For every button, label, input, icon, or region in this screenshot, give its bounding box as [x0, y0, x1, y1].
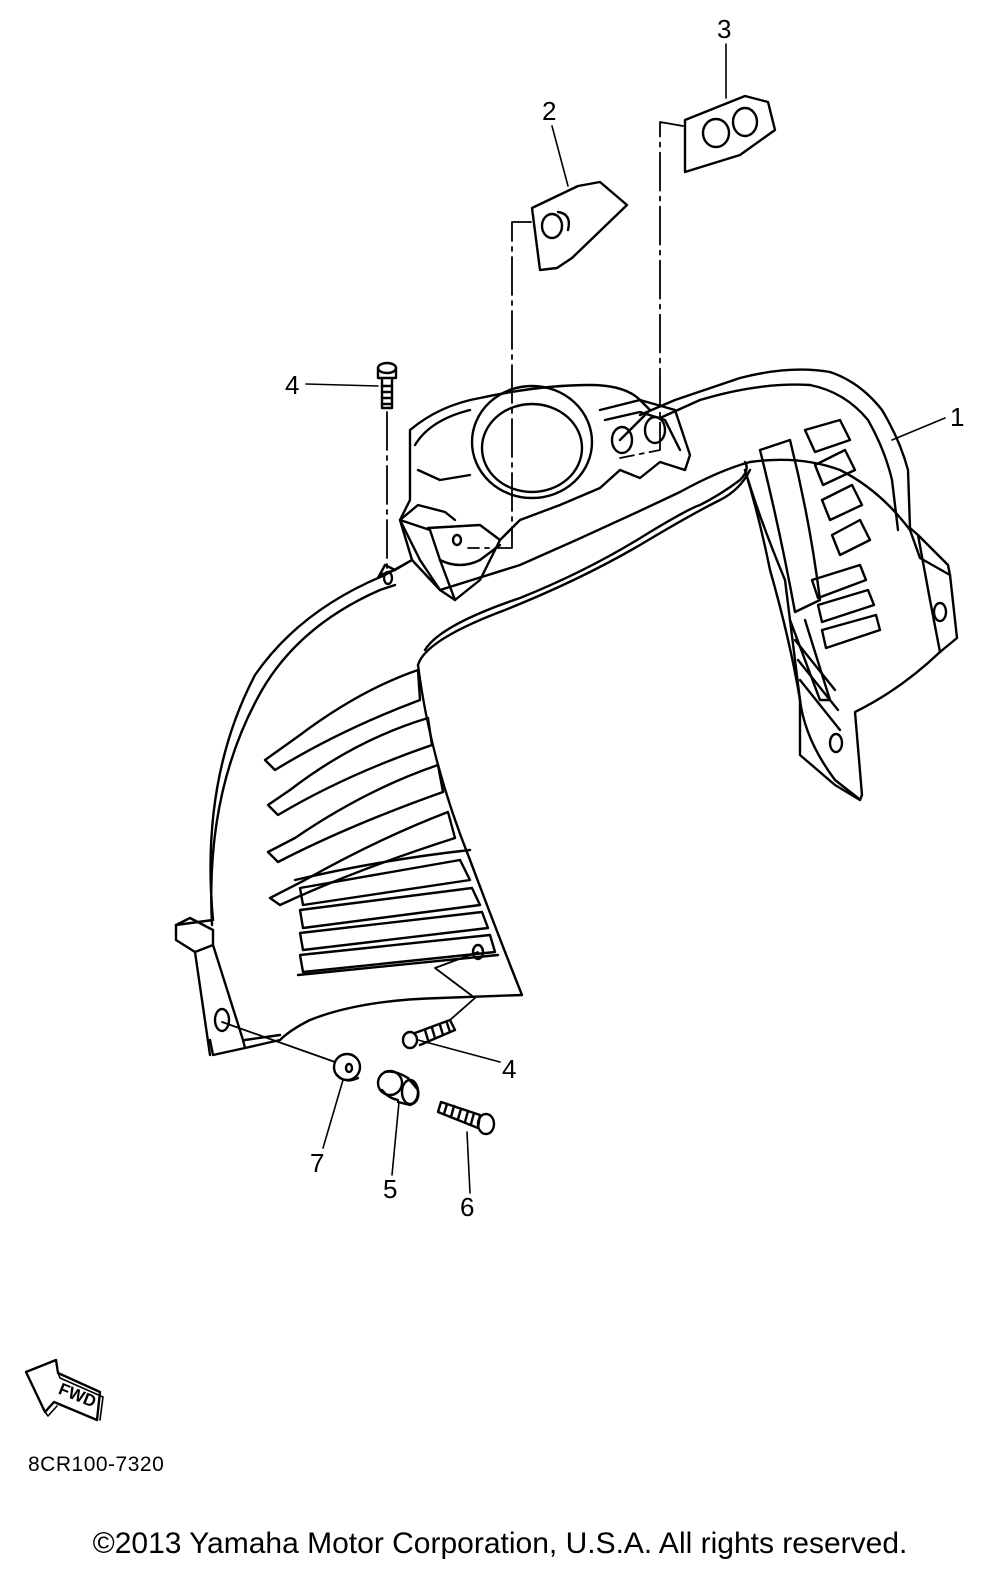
callout-numbers: 1 2 3 4 4 5 6 7	[285, 14, 964, 1222]
callout-2: 2	[542, 96, 556, 126]
fwd-arrow: FWD	[24, 1358, 104, 1422]
bracket-plate-part-2	[530, 180, 629, 272]
callout-1: 1	[950, 402, 964, 432]
callout-5: 5	[383, 1174, 397, 1204]
leader-lines	[305, 43, 946, 1194]
grommet-part-5	[376, 1069, 420, 1107]
assembly-lines	[221, 121, 684, 1063]
callout-7: 7	[310, 1148, 324, 1178]
callout-4-upper: 4	[285, 370, 299, 400]
bolt-part-6	[436, 1100, 496, 1136]
callout-4-lower: 4	[502, 1054, 516, 1084]
screw-part-4-lower	[401, 1018, 457, 1050]
inner-panel-part-1	[174, 368, 959, 1057]
callout-6: 6	[460, 1192, 474, 1222]
plate-part-3	[683, 94, 777, 174]
screw-part-4-upper	[376, 361, 398, 410]
diagram-code: 8CR100-7320	[28, 1453, 165, 1476]
copyright-notice: ©2013 Yamaha Motor Corporation, U.S.A. A…	[92, 1527, 908, 1560]
washer-part-7	[332, 1052, 362, 1082]
callout-3: 3	[717, 14, 731, 44]
